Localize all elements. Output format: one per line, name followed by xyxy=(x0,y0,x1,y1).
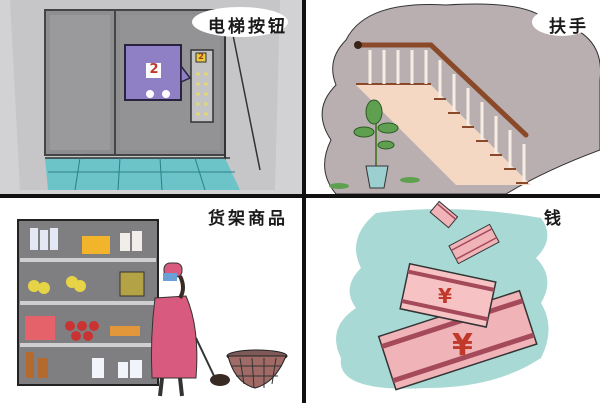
label-shelf-goods: 货架商品 xyxy=(208,209,288,229)
label-elevator-buttons: 电梯按钮 xyxy=(208,17,288,37)
label-money: 钱 xyxy=(544,209,564,229)
elevator-illustration xyxy=(0,0,302,194)
floor-number-callout: 2 xyxy=(149,62,159,77)
panel-handrail: 扶手 xyxy=(306,0,600,194)
panel-money: ¥ ¥ 钱 xyxy=(306,198,600,403)
panel-divider-horizontal xyxy=(0,194,600,198)
handrail-illustration xyxy=(306,0,600,194)
label-handrail: 扶手 xyxy=(549,17,589,37)
floor-number-display: 2 xyxy=(198,52,204,61)
panel-divider-vertical xyxy=(302,0,306,403)
panel-elevator-buttons: 电梯按钮 2 2 xyxy=(0,0,302,194)
yuan-symbol-small: ¥ xyxy=(438,284,452,308)
yuan-symbol-large: ¥ xyxy=(452,328,473,363)
panel-shelf-goods: 货架商品 xyxy=(0,198,302,403)
shelf-goods-illustration xyxy=(0,198,302,403)
money-illustration xyxy=(306,198,600,403)
